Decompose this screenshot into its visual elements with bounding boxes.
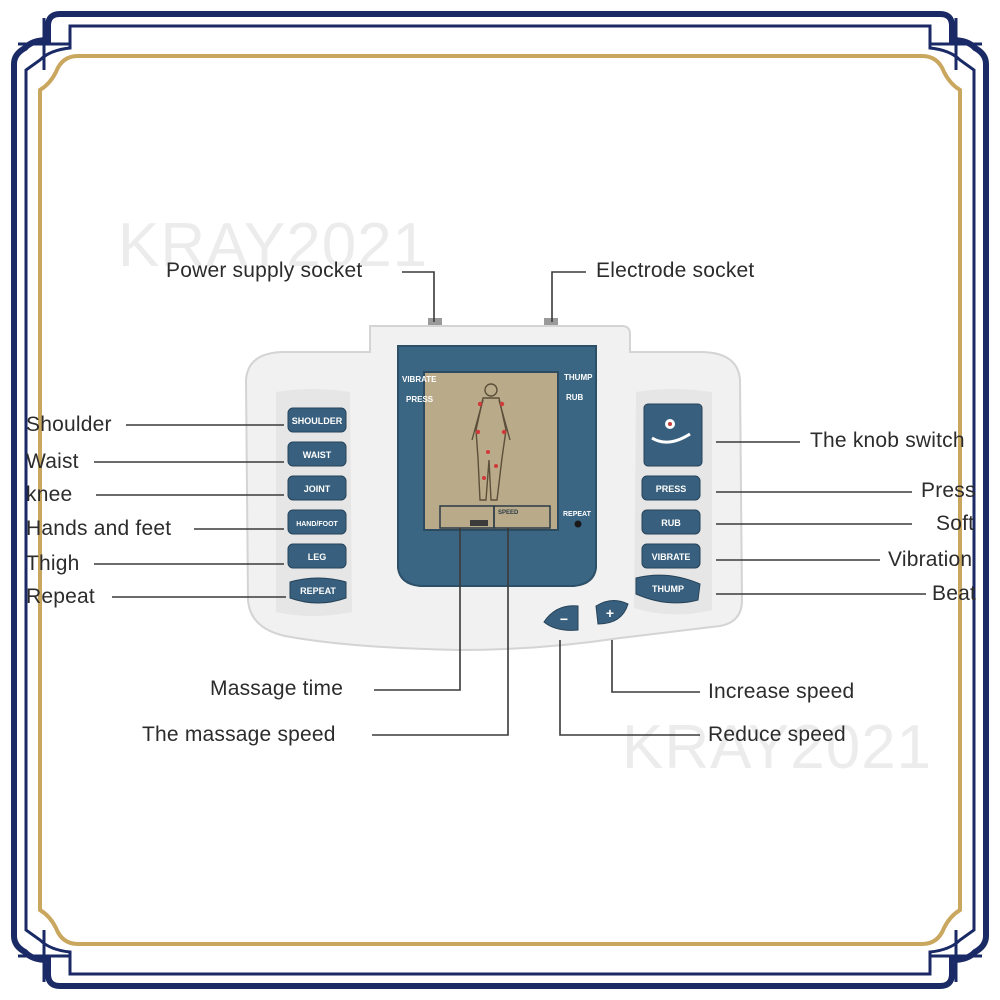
- electrode-socket-leader: [552, 272, 586, 322]
- lcd-press-label: PRESS: [406, 395, 434, 404]
- beat-label: Beat: [932, 582, 976, 606]
- reduce-speed-leader: [560, 640, 700, 735]
- vibrate-button-label: VIBRATE: [652, 552, 691, 562]
- vibration-label: Vibration: [888, 548, 972, 572]
- lcd-repeat-label: REPEAT: [563, 511, 592, 518]
- press-label: Press: [921, 479, 976, 503]
- increase-speed-label: Increase speed: [708, 680, 854, 704]
- hand-foot-button-label: HAND/FOOT: [296, 521, 338, 528]
- plus-icon: +: [606, 605, 614, 621]
- soft-label: Soft: [936, 512, 974, 536]
- reduce-speed-label: Reduce speed: [708, 723, 846, 747]
- repeat-button-label: REPEAT: [300, 586, 336, 596]
- knob-switch[interactable]: [644, 404, 702, 466]
- power-supply-socket-label: Power supply socket: [166, 259, 362, 283]
- repeat-label: Repeat: [26, 585, 95, 609]
- waist-button-label: WAIST: [303, 450, 332, 460]
- lcd-vibrate-label: VIBRATE: [402, 375, 437, 384]
- electrode-socket-label: Electrode socket: [596, 259, 754, 283]
- press-button-label: PRESS: [656, 484, 687, 494]
- minus-icon: −: [560, 611, 568, 627]
- waist-label: Waist: [26, 450, 79, 474]
- knob-switch-center-icon: [668, 422, 672, 426]
- joint-button-label: JOINT: [304, 484, 331, 494]
- knob-switch-label: The knob switch: [810, 429, 965, 453]
- shoulder-label: Shoulder: [26, 413, 112, 437]
- repeat-indicator-icon: [575, 521, 582, 528]
- knee-label: knee: [26, 483, 72, 507]
- hands-and-feet-label: Hands and feet: [26, 517, 171, 541]
- lcd-speed-label: SPEED: [498, 510, 519, 516]
- lcd-thump-label: THUMP: [564, 373, 593, 382]
- massage-speed-label: The massage speed: [142, 723, 336, 747]
- lcd-rub-label: RUB: [566, 393, 584, 402]
- power-socket-leader: [402, 272, 434, 322]
- increase-speed-leader: [612, 640, 700, 692]
- massage-time-label: Massage time: [210, 677, 343, 701]
- thigh-label: Thigh: [26, 552, 80, 576]
- timer-digits: [470, 520, 488, 526]
- rub-button-label: RUB: [661, 518, 681, 528]
- leg-button-label: LEG: [308, 552, 327, 562]
- thump-button-label: THUMP: [652, 584, 684, 594]
- shoulder-button-label: SHOULDER: [292, 416, 343, 426]
